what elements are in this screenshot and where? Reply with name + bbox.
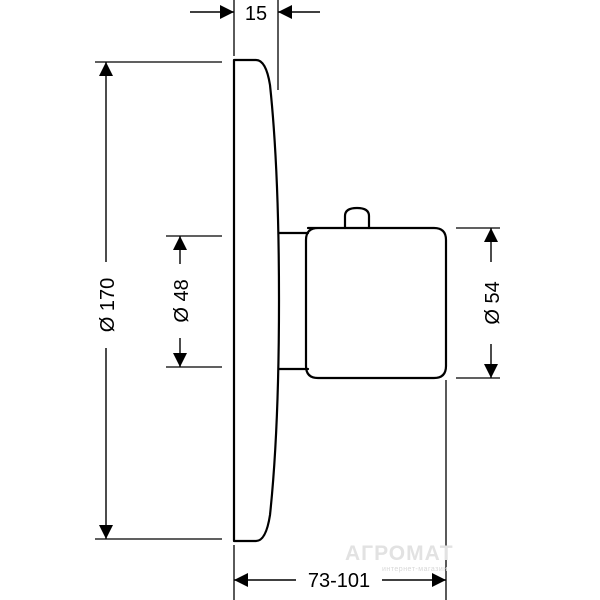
handle-body	[304, 226, 448, 380]
handle-connector	[277, 231, 310, 371]
dim-label-depth: 73-101	[308, 570, 370, 592]
extension-lines	[95, 0, 500, 600]
watermark-tagline: интернет-магазин	[382, 566, 448, 573]
dimension-arrows	[99, 5, 498, 587]
dim-label-knob-diameter: Ø 54	[482, 281, 504, 324]
dim-label-15: 15	[245, 3, 267, 25]
watermark-brand: АГРОМАТ	[345, 542, 454, 565]
handle-indicator	[343, 206, 371, 230]
dim-label-outer-diameter: Ø 170	[97, 278, 119, 332]
cover-plate	[232, 58, 281, 543]
dim-label-inner-diameter: Ø 48	[171, 279, 193, 322]
